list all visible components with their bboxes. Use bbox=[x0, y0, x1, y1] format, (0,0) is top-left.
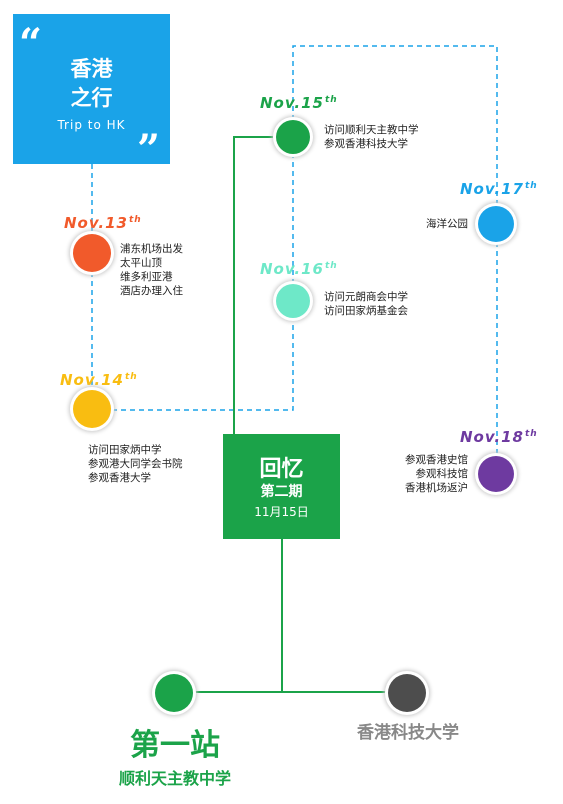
date-label-nov13: Nov.13th bbox=[64, 214, 142, 232]
recap-date: 11月15日 bbox=[254, 505, 309, 519]
activity-item: 参观科技馆 bbox=[415, 468, 469, 480]
stop-marker-nov18[interactable] bbox=[478, 456, 514, 492]
activity-item: 太平山顶 bbox=[120, 257, 162, 269]
activity-item: 海洋公园 bbox=[426, 218, 468, 230]
activity-item: 参观香港大学 bbox=[88, 472, 151, 484]
stop-marker-nov13[interactable] bbox=[73, 234, 111, 272]
page-subtitle: Trip to HK bbox=[57, 118, 126, 132]
open-quote-icon: “ bbox=[19, 20, 43, 67]
activity-item: 参观港大同学会书院 bbox=[88, 458, 183, 470]
activity-list-nov15: 访问顺利天主教中学 参观香港科技大学 bbox=[324, 123, 419, 151]
hkust-stop-title[interactable]: 香港科技大学 bbox=[357, 723, 459, 743]
route-segment bbox=[112, 318, 294, 411]
page-title: 香港 之行 bbox=[70, 56, 113, 110]
dashed-route bbox=[91, 45, 498, 456]
activity-item: 香港机场返沪 bbox=[405, 482, 468, 494]
activity-item: 参观香港史馆 bbox=[405, 454, 468, 466]
date-label-nov15: Nov.15th bbox=[260, 94, 338, 112]
first-stop-subtitle: 顺利天主教中学 bbox=[118, 769, 231, 788]
activity-list-nov13: 浦东机场出发 太平山顶 维多利亚港 酒店办理入住 bbox=[120, 242, 183, 298]
activity-item: 酒店办理入住 bbox=[120, 285, 183, 297]
activity-list-nov18: 参观香港史馆 参观科技馆 香港机场返沪 bbox=[368, 453, 468, 495]
branch-marker-first-stop[interactable] bbox=[155, 674, 193, 712]
route-segment bbox=[292, 45, 498, 206]
activity-list-nov14: 访问田家炳中学 参观港大同学会书院 参观香港大学 bbox=[88, 443, 183, 485]
stop-marker-nov14[interactable] bbox=[73, 390, 111, 428]
date-label-nov17: Nov.17th bbox=[460, 180, 538, 198]
activity-item: 参观香港科技大学 bbox=[324, 138, 408, 150]
activity-list-nov16: 访问元朗商会中学 访问田家炳基金会 bbox=[324, 290, 408, 318]
activity-item: 访问田家炳中学 bbox=[88, 444, 162, 456]
date-label-nov16: Nov.16th bbox=[260, 260, 338, 278]
activity-item: 访问元朗商会中学 bbox=[324, 291, 408, 303]
activity-item: 维多利亚港 bbox=[120, 271, 173, 283]
recap-card: 回忆 第二期 11月15日 bbox=[223, 434, 340, 539]
recap-title: 回忆 bbox=[259, 456, 304, 482]
activity-item: 访问田家炳基金会 bbox=[324, 305, 408, 317]
stop-marker-nov15[interactable] bbox=[276, 120, 310, 154]
activity-item: 浦东机场出发 bbox=[120, 243, 183, 255]
title-card: “ 香港 之行 Trip to HK ” bbox=[13, 14, 170, 170]
stop-marker-nov17[interactable] bbox=[478, 206, 514, 242]
activity-list-nov17: 海洋公园 bbox=[410, 217, 468, 231]
recap-connector bbox=[233, 136, 277, 434]
branch-marker-hkust[interactable] bbox=[388, 674, 426, 712]
stop-marker-nov16[interactable] bbox=[276, 284, 310, 318]
solid-route bbox=[193, 136, 388, 693]
date-label-nov14: Nov.14th bbox=[60, 371, 138, 389]
date-label-nov18: Nov.18th bbox=[460, 428, 538, 446]
close-quote-icon: ” bbox=[136, 126, 160, 173]
activity-item: 访问顺利天主教中学 bbox=[324, 124, 419, 136]
first-stop-title[interactable]: 第一站 bbox=[130, 728, 220, 763]
recap-issue: 第二期 bbox=[260, 484, 303, 500]
